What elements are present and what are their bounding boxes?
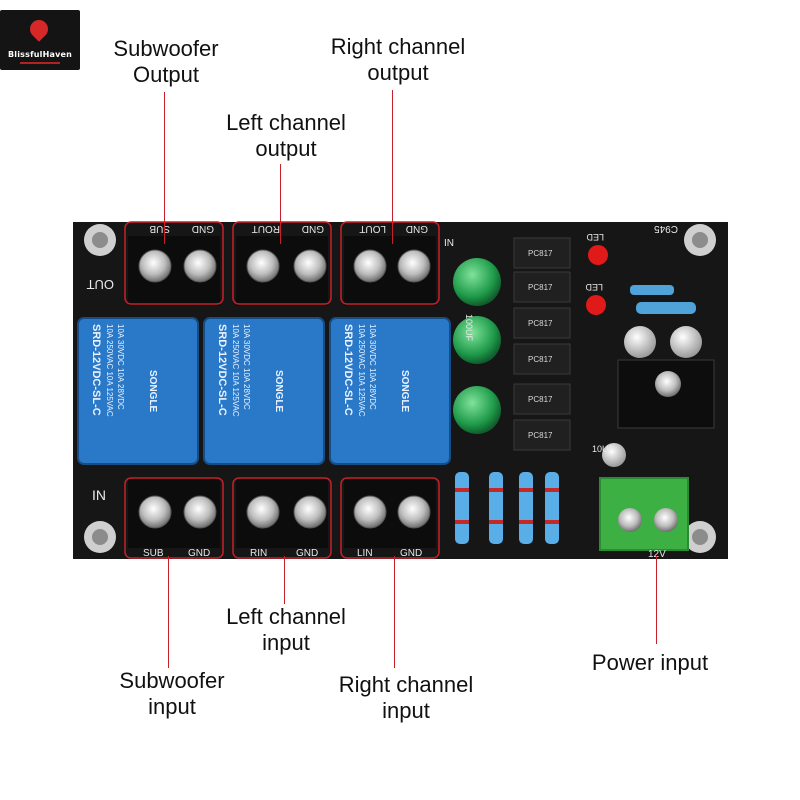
silkscreen-top-labels: SUB GND ROUT GND LOUT GND bbox=[149, 223, 428, 234]
leader-right-channel-output bbox=[392, 90, 393, 244]
leader-left-channel-input bbox=[284, 556, 285, 604]
relay-1-spec1: 10A 250VAC 10A 125VAC bbox=[105, 324, 114, 417]
label-subwoofer-input: Subwoofer input bbox=[119, 668, 225, 719]
resistors-small bbox=[630, 285, 696, 314]
relay-2-text: SRD-12VDC-SL-C 10A 250VAC 10A 125VAC 10A… bbox=[216, 324, 284, 417]
leader-subwoofer-input bbox=[168, 556, 169, 668]
relay-2-model: SRD-12VDC-SL-C bbox=[216, 324, 228, 416]
silk-in-gnd2: GND bbox=[296, 548, 318, 559]
relay-1-brand: SONGLE bbox=[147, 370, 158, 413]
capacitors-small bbox=[602, 326, 702, 467]
relays bbox=[77, 317, 451, 465]
mounting-holes bbox=[84, 224, 716, 553]
silk-out-side: OUT bbox=[87, 277, 115, 292]
leader-subwoofer-output bbox=[164, 92, 165, 244]
silk-in-sub: SUB bbox=[143, 548, 164, 559]
relay-1-spec2: 10A 30VDC 10A 28VDC bbox=[116, 324, 125, 410]
label-subwoofer-output: Subwoofer Output bbox=[113, 36, 219, 87]
optocoupler-labels: PC817 PC817 PC817 PC817 PC817 PC817 bbox=[528, 249, 553, 440]
resistors-blue bbox=[455, 472, 559, 544]
relay-3-spec2: 10A 30VDC 10A 28VDC bbox=[368, 324, 377, 410]
label-left-channel-output: Left channel output bbox=[226, 110, 346, 161]
silk-led2: LED bbox=[585, 282, 603, 292]
leader-right-channel-input bbox=[394, 556, 395, 668]
relay-2-spec1: 10A 250VAC 10A 125VAC bbox=[231, 324, 240, 417]
relay-3-brand: SONGLE bbox=[399, 370, 410, 413]
opto-4-label: PC817 bbox=[528, 355, 553, 364]
opto-1-label: PC817 bbox=[528, 249, 553, 258]
relay-1-model: SRD-12VDC-SL-C bbox=[90, 324, 102, 416]
label-right-channel-output: Right channel output bbox=[330, 34, 466, 85]
relay-2-brand: SONGLE bbox=[273, 370, 284, 413]
relay-3-spec1: 10A 250VAC 10A 125VAC bbox=[357, 324, 366, 417]
silk-in-rin: RIN bbox=[250, 548, 267, 559]
output-highlight-boxes bbox=[124, 221, 440, 305]
logo-underline bbox=[20, 62, 60, 64]
silk-cap-100uf: 100UF bbox=[464, 314, 474, 342]
opto-6-label: PC817 bbox=[528, 431, 553, 440]
leds bbox=[586, 245, 608, 315]
silk-in-side: IN bbox=[92, 487, 106, 503]
silk-out-rout: ROUT bbox=[252, 223, 280, 234]
capacitors-green bbox=[453, 258, 501, 434]
relay-3-text: SRD-12VDC-SL-C 10A 250VAC 10A 125VAC 10A… bbox=[342, 324, 410, 417]
leader-power-input bbox=[656, 556, 657, 644]
output-terminals bbox=[128, 236, 436, 306]
silk-led1: LED bbox=[586, 232, 604, 242]
opto-3-label: PC817 bbox=[528, 319, 553, 328]
silk-in-gnd3: GND bbox=[400, 548, 422, 559]
relay-3-model: SRD-12VDC-SL-C bbox=[342, 324, 354, 416]
label-power-input: Power input bbox=[591, 650, 709, 675]
silk-in-gnd1: GND bbox=[188, 548, 210, 559]
silk-transistor: C945 bbox=[654, 223, 678, 234]
regulator bbox=[617, 359, 715, 429]
silk-power: 12V bbox=[648, 549, 666, 560]
silk-cap-10uf: 10UF bbox=[592, 444, 615, 454]
optocouplers bbox=[513, 237, 571, 451]
silk-out-gnd3: GND bbox=[406, 223, 428, 234]
opto-2-label: PC817 bbox=[528, 283, 553, 292]
logo-brand-text: BlissfulHaven bbox=[7, 50, 73, 59]
label-left-channel-input: Left channel input bbox=[226, 604, 346, 655]
opto-5-label: PC817 bbox=[528, 395, 553, 404]
silk-out-gnd2: GND bbox=[302, 223, 324, 234]
silk-in-lin: LIN bbox=[357, 548, 373, 559]
label-right-channel-input: Right channel input bbox=[338, 672, 474, 723]
input-terminals bbox=[128, 478, 436, 548]
silk-in-mark: IN bbox=[444, 238, 454, 249]
brand-logo: BlissfulHaven bbox=[0, 10, 80, 70]
silk-out-gnd1: GND bbox=[192, 223, 214, 234]
relay-1-text: SRD-12VDC-SL-C 10A 250VAC 10A 125VAC 10A… bbox=[90, 324, 158, 417]
power-terminal bbox=[599, 477, 689, 551]
input-highlight-boxes bbox=[124, 477, 440, 559]
silk-out-sub: SUB bbox=[149, 223, 170, 234]
relay-2-spec2: 10A 30VDC 10A 28VDC bbox=[242, 324, 251, 410]
silk-out-lout: LOUT bbox=[359, 223, 386, 234]
silkscreen-bottom-labels: SUB GND RIN GND LIN GND bbox=[143, 548, 422, 559]
leader-left-channel-output bbox=[280, 164, 281, 244]
